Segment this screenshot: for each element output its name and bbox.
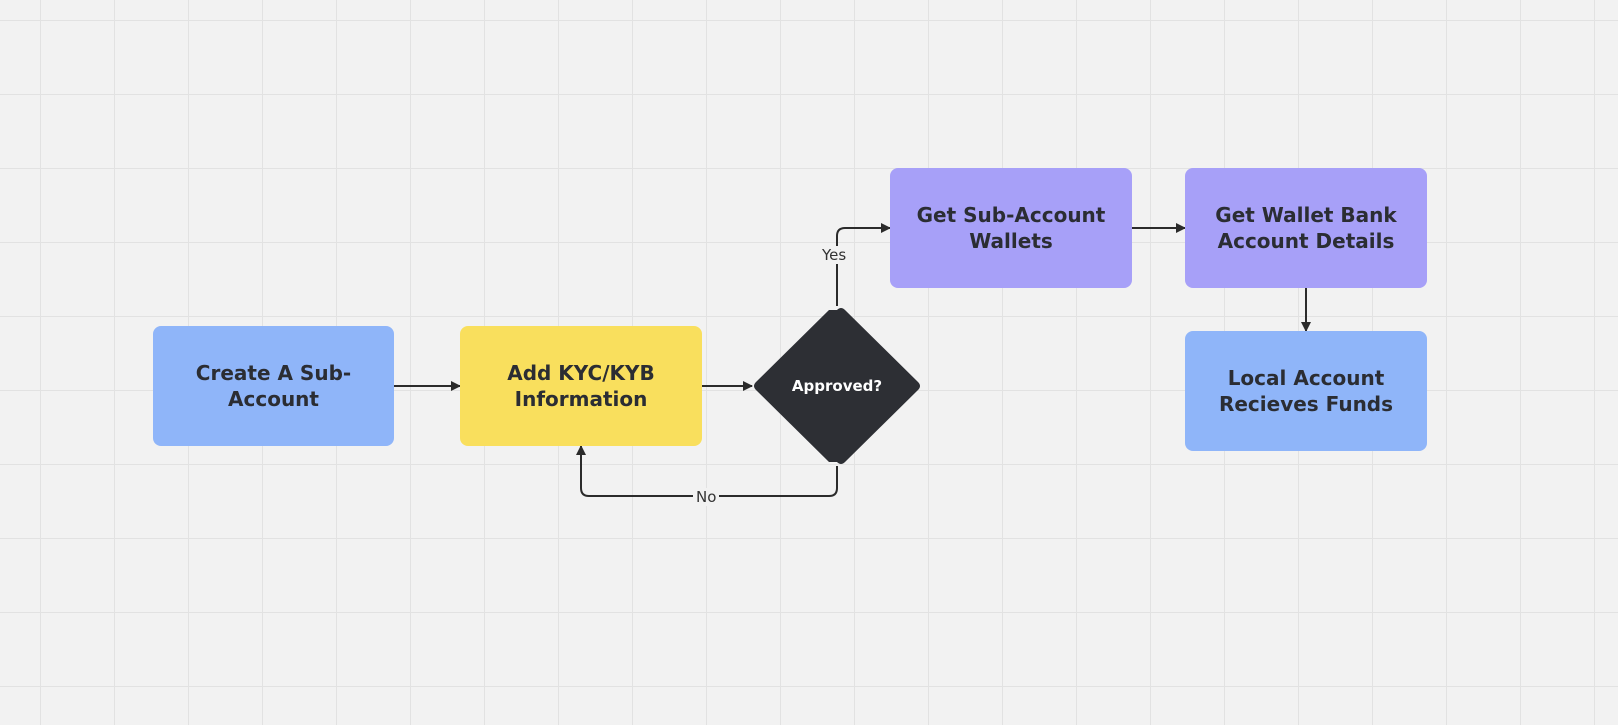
edge-decision-yes-to-wallets xyxy=(836,223,891,306)
node-create-sub-account-label: Create A Sub-Account xyxy=(195,361,352,411)
edge-label-yes: Yes xyxy=(819,246,850,264)
decision-approved[interactable]: Approved? xyxy=(752,306,922,466)
edge-label-no: No xyxy=(693,488,720,506)
node-local-account-recieves-funds[interactable]: Local Account Recieves Funds xyxy=(1185,331,1427,451)
node-get-wallet-bank-account-details[interactable]: Get Wallet Bank Account Details xyxy=(1185,168,1427,288)
node-get-wallet-bank-account-details-label: Get Wallet Bank Account Details xyxy=(1215,203,1397,253)
node-get-sub-account-wallets[interactable]: Get Sub-Account Wallets xyxy=(890,168,1132,288)
decision-diamond-shape xyxy=(754,308,920,464)
node-create-sub-account[interactable]: Create A Sub-Account xyxy=(153,326,394,446)
node-add-kyc-kyb-information-label: Add KYC/KYB Information xyxy=(507,361,655,411)
node-get-sub-account-wallets-label: Get Sub-Account Wallets xyxy=(916,203,1106,253)
node-add-kyc-kyb-information[interactable]: Add KYC/KYB Information xyxy=(460,326,702,446)
node-local-account-recieves-funds-label: Local Account Recieves Funds xyxy=(1218,366,1394,416)
decision-approved-label: Approved? xyxy=(791,377,883,395)
